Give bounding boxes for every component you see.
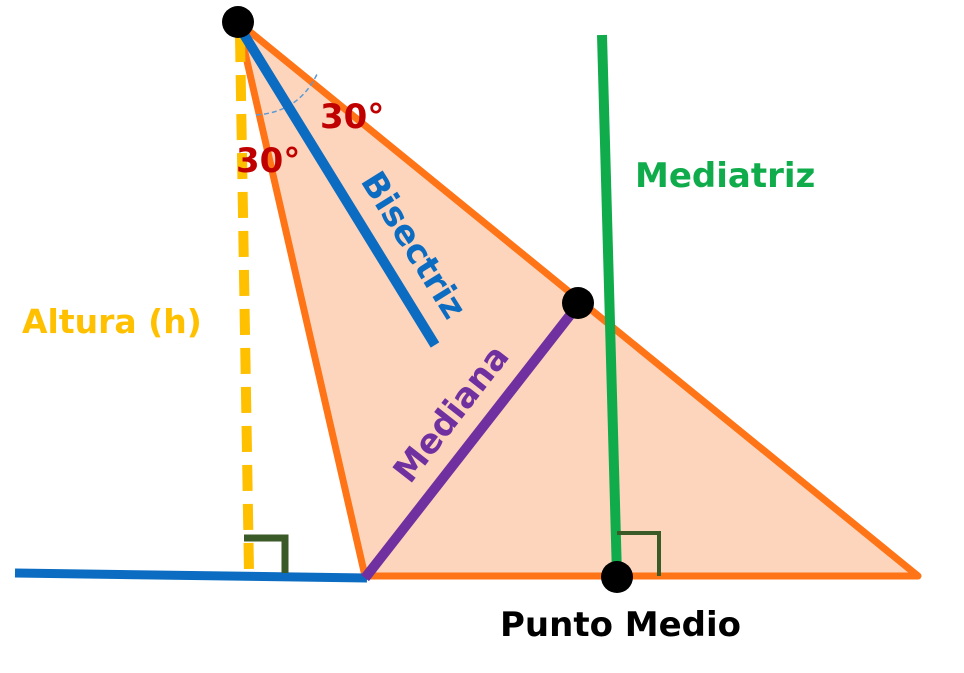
mediatrix-right-angle-mark — [617, 531, 661, 576]
side-midpoint-point — [562, 287, 594, 319]
midpoint-label: Punto Medio — [500, 605, 741, 645]
height-label: Altura (h) — [22, 302, 202, 341]
height-line — [235, 35, 254, 573]
mediatrix-label: Mediatriz — [635, 156, 815, 196]
mediatrix-line — [597, 34, 622, 577]
bisector-line — [235, 25, 440, 348]
angle-lower-label: 30° — [236, 141, 300, 181]
angle-upper-label: 30° — [320, 97, 384, 137]
base-extension-line — [14, 568, 368, 583]
vertex-top-point — [222, 6, 254, 38]
height-right-angle-mark — [244, 534, 289, 573]
median-line — [361, 301, 582, 582]
angle-arc — [255, 71, 319, 116]
base-midpoint-point — [601, 561, 633, 593]
